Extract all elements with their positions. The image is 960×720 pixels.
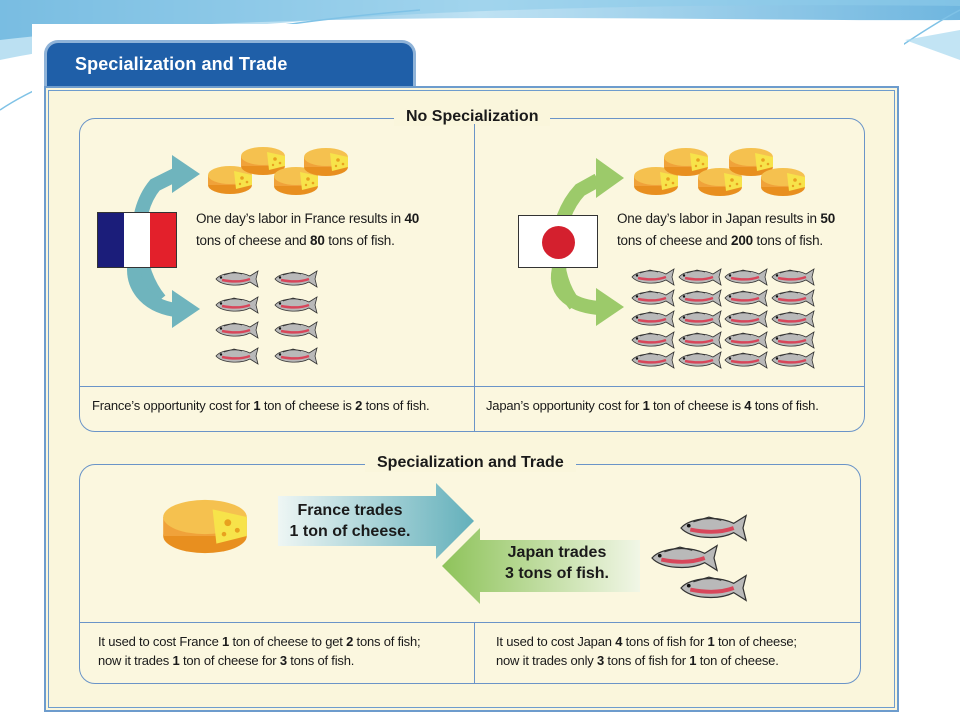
no-specialization-box — [79, 118, 865, 432]
japan-result-num: 3 — [596, 653, 605, 668]
france-trades-line1: France trades — [297, 502, 403, 519]
france-result-text: tons of fish. — [286, 653, 355, 668]
japan-result-num: 1 — [689, 653, 697, 668]
france-result-text: tons of fish; — [353, 634, 421, 649]
japan-trades-line2: 3 tons of fish. — [505, 565, 609, 582]
france-desc-text: One day’s labor in France results in — [196, 211, 405, 226]
japan-desc-text-3: tons of fish. — [752, 233, 824, 248]
japan-result-text: ton of cheese; — [714, 634, 797, 649]
france-result-text: ton of cheese for — [179, 653, 280, 668]
japan-cost-num2: 4 — [744, 398, 752, 413]
japan-result-num: 1 — [707, 634, 715, 649]
specialization-trade-heading: Specialization and Trade — [365, 454, 576, 472]
france-cost-text-3: tons of fish. — [362, 398, 430, 413]
france-trade-result: It used to cost France 1 ton of cheese t… — [98, 632, 470, 670]
france-result-num: 1 — [172, 653, 180, 668]
japan-opportunity-cost: Japan’s opportunity cost for 1 ton of ch… — [486, 398, 819, 413]
japan-desc-text-2: tons of cheese and — [617, 233, 732, 248]
top-divider-horizontal — [80, 386, 864, 387]
japan-result-text: now it trades only — [496, 653, 597, 668]
japan-cost-num1: 1 — [642, 398, 650, 413]
japan-fish-amount: 200 — [731, 233, 753, 248]
japan-cost-text-2: ton of cheese is — [649, 398, 745, 413]
france-opportunity-cost: France’s opportunity cost for 1 ton of c… — [92, 398, 430, 413]
france-result-num: 3 — [279, 653, 287, 668]
france-result-num: 1 — [222, 634, 230, 649]
japan-result-text: ton of cheese. — [696, 653, 779, 668]
france-result-num: 2 — [346, 634, 354, 649]
france-trades-line2: 1 ton of cheese. — [289, 523, 411, 540]
bottom-divider-horizontal — [80, 622, 860, 623]
france-result-text: ton of cheese to get — [229, 634, 347, 649]
france-fish-amount: 80 — [310, 233, 325, 248]
japan-cheese-amount: 50 — [820, 211, 836, 226]
japan-trades-line1: Japan trades — [507, 544, 607, 561]
france-trades-label: France trades 1 ton of cheese. — [270, 500, 430, 542]
top-divider-vertical — [474, 124, 475, 432]
japan-result-text: It used to cost Japan — [496, 634, 616, 649]
france-result-text: It used to cost France — [98, 634, 223, 649]
page-title: Specialization and Trade — [75, 54, 288, 74]
japan-cost-text-3: tons of fish. — [751, 398, 819, 413]
france-cost-text-2: ton of cheese is — [260, 398, 356, 413]
france-production-description: One day’s labor in France results in 40 … — [196, 208, 466, 252]
japan-trade-result: It used to cost Japan 4 tons of fish for… — [496, 632, 856, 670]
no-specialization-heading: No Specialization — [394, 108, 551, 126]
main-panel-inner-border — [48, 90, 895, 708]
japan-result-num: 4 — [615, 634, 623, 649]
france-desc-text-3: tons of fish. — [324, 233, 395, 248]
japan-production-description: One day’s labor in Japan results in 50 t… — [617, 208, 857, 252]
japan-result-text: tons of fish for — [604, 653, 690, 668]
japan-cost-text: Japan’s opportunity cost for — [486, 398, 643, 413]
france-result-text: now it trades — [98, 653, 173, 668]
japan-flag-icon — [518, 215, 598, 268]
france-desc-text-2: tons of cheese and — [196, 233, 311, 248]
france-cost-num1: 1 — [253, 398, 261, 413]
france-flag-icon — [97, 212, 177, 268]
title-tab: Specialization and Trade — [44, 40, 416, 88]
france-cheese-amount: 40 — [404, 211, 420, 226]
japan-desc-text: One day’s labor in Japan results in — [617, 211, 821, 226]
bottom-divider-vertical — [474, 622, 475, 684]
japan-trades-label: Japan trades 3 tons of fish. — [484, 542, 630, 584]
japan-result-text: tons of fish for — [622, 634, 708, 649]
france-cost-text: France’s opportunity cost for — [92, 398, 254, 413]
france-cost-num2: 2 — [355, 398, 363, 413]
